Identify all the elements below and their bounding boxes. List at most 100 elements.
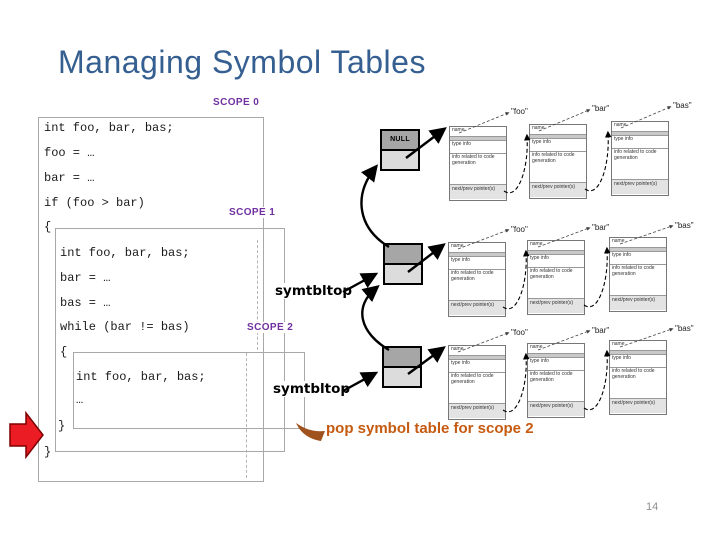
- scope0-box: [38, 117, 264, 482]
- entry-label-foo: "foo": [511, 328, 528, 337]
- record-name-field: name: [450, 127, 506, 137]
- record-link-arrow: [503, 133, 531, 194]
- code-line: }: [44, 445, 52, 459]
- record-link-arrow: [583, 349, 611, 411]
- record-strip: [449, 253, 505, 257]
- record-strip: [612, 132, 668, 136]
- symbol-record: name type info info related to code gene…: [527, 240, 585, 315]
- scope2-label: SCOPE 2: [244, 322, 297, 333]
- record-link-arrow: [502, 249, 530, 310]
- entry-label-bar: "bar": [592, 104, 610, 113]
- record-codegen-field: info related to code generation: [530, 152, 586, 183]
- entry-label-bas: "bas": [675, 221, 694, 230]
- symbol-record: name type info info related to code gene…: [609, 340, 667, 415]
- record-codegen-field: info related to code generation: [449, 373, 505, 404]
- record-type-field: type info: [530, 139, 586, 152]
- entry-label-bar: "bar": [592, 223, 610, 232]
- node-chain-arrow: [360, 164, 390, 249]
- pointer-cell: [385, 265, 421, 283]
- null-cell: NULL: [382, 131, 418, 151]
- record-codegen-field: info related to code generation: [610, 368, 666, 399]
- record-pointer-field: next/prev pointer(s): [449, 404, 505, 418]
- code-line: {: [44, 220, 52, 234]
- record-codegen-field: info related to code generation: [610, 265, 666, 296]
- entry-label-foo: "foo": [511, 107, 528, 116]
- record-strip: [449, 356, 505, 360]
- code-line: int foo, bar, bas;: [44, 121, 174, 135]
- record-type-field: type info: [449, 257, 505, 270]
- record-strip: [530, 135, 586, 139]
- code-line: }: [58, 419, 66, 433]
- pointer-cell: [382, 151, 418, 169]
- record-name-field: name: [528, 241, 584, 251]
- record-type-field: type info: [449, 360, 505, 373]
- record-name-field: name: [610, 341, 666, 351]
- pop-annotation: pop symbol table for scope 2: [326, 420, 534, 437]
- record-codegen-field: info related to code generation: [450, 154, 506, 185]
- symbol-record: name type info info related to code gene…: [529, 124, 587, 199]
- record-codegen-field: info related to code generation: [449, 270, 505, 301]
- scope-divider-line: [246, 353, 247, 478]
- entry-label-foo: "foo": [511, 225, 528, 234]
- entry-label-bar: "bar": [592, 326, 610, 335]
- record-codegen-field: info related to code generation: [528, 268, 584, 299]
- record-name-field: name: [449, 346, 505, 356]
- record-type-field: type info: [610, 355, 666, 368]
- entry-label-bas: "bas": [675, 324, 694, 333]
- stack-node-scope0: NULL: [380, 129, 420, 171]
- symbol-record: name type info info related to code gene…: [527, 343, 585, 418]
- code-line: if (foo > bar): [44, 196, 145, 210]
- symbol-record: name type info info related to code gene…: [448, 345, 506, 420]
- record-pointer-field: next/prev pointer(s): [449, 301, 505, 315]
- scope1-box: [55, 228, 285, 452]
- record-name-field: name: [530, 125, 586, 135]
- record-codegen-field: info related to code generation: [528, 371, 584, 402]
- prev-cell: [385, 245, 421, 265]
- symbol-record: name type info info related to code gene…: [611, 121, 669, 196]
- record-type-field: type info: [528, 358, 584, 371]
- prev-cell: [384, 348, 420, 368]
- stack-node-scope2: [382, 346, 422, 388]
- record-link-arrow: [584, 130, 612, 192]
- symbol-record: name type info info related to code gene…: [449, 126, 507, 201]
- page-title: Managing Symbol Tables: [58, 44, 426, 80]
- pointer-cell: [384, 368, 420, 386]
- entry-label-bas: "bas": [673, 101, 692, 110]
- code-line: bar = …: [44, 171, 95, 185]
- record-strip: [610, 248, 666, 252]
- record-name-field: name: [449, 243, 505, 253]
- record-pointer-field: next/prev pointer(s): [610, 296, 666, 310]
- record-type-field: type info: [612, 136, 668, 149]
- symtbltop-label: symtbltop: [272, 283, 356, 299]
- record-type-field: type info: [528, 255, 584, 268]
- code-line: int foo, bar, bas;: [60, 246, 190, 260]
- record-name-field: name: [528, 344, 584, 354]
- record-pointer-field: next/prev pointer(s): [450, 185, 506, 199]
- record-pointer-field: next/prev pointer(s): [528, 299, 584, 313]
- record-type-field: type info: [610, 252, 666, 265]
- record-pointer-field: next/prev pointer(s): [612, 180, 668, 194]
- code-line: int foo, bar, bas;: [76, 370, 206, 384]
- stack-node-scope1: [383, 243, 423, 285]
- symbol-record: name type info info related to code gene…: [448, 242, 506, 317]
- record-strip: [528, 354, 584, 358]
- code-line: bas = …: [60, 296, 111, 310]
- scope-divider-line: [257, 240, 258, 350]
- page-number: 14: [646, 501, 659, 513]
- scope1-label: SCOPE 1: [226, 207, 279, 218]
- scope0-label: SCOPE 0: [210, 97, 263, 108]
- record-link-arrow: [502, 352, 530, 413]
- record-name-field: name: [610, 238, 666, 248]
- code-line: …: [76, 393, 84, 407]
- record-strip: [450, 137, 506, 141]
- record-link-arrow: [583, 246, 611, 308]
- record-pointer-field: next/prev pointer(s): [528, 402, 584, 416]
- record-type-field: type info: [450, 141, 506, 154]
- node-chain-arrow: [361, 284, 390, 352]
- record-strip: [610, 351, 666, 355]
- code-line: foo = …: [44, 146, 95, 160]
- symbol-record: name type info info related to code gene…: [609, 237, 667, 312]
- symtbltop-label: symtbltop: [270, 381, 354, 397]
- code-line: bar = …: [60, 271, 111, 285]
